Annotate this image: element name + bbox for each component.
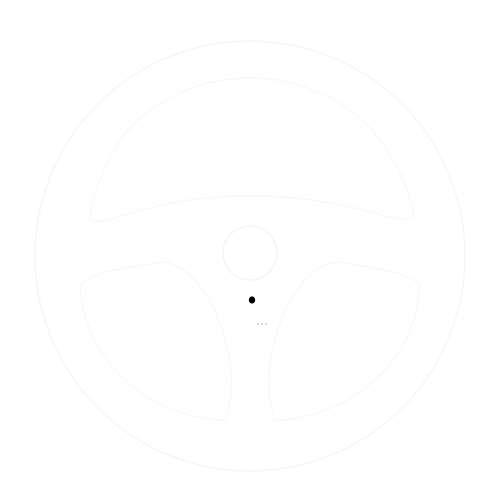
wheel-upper-opening — [89, 77, 415, 222]
small-marks — [257, 323, 267, 325]
wheel-hub-ring — [222, 225, 278, 281]
wheel-lower-right-opening — [268, 261, 421, 421]
wheel-lower-left-opening — [79, 261, 232, 421]
center-dot — [248, 296, 256, 304]
